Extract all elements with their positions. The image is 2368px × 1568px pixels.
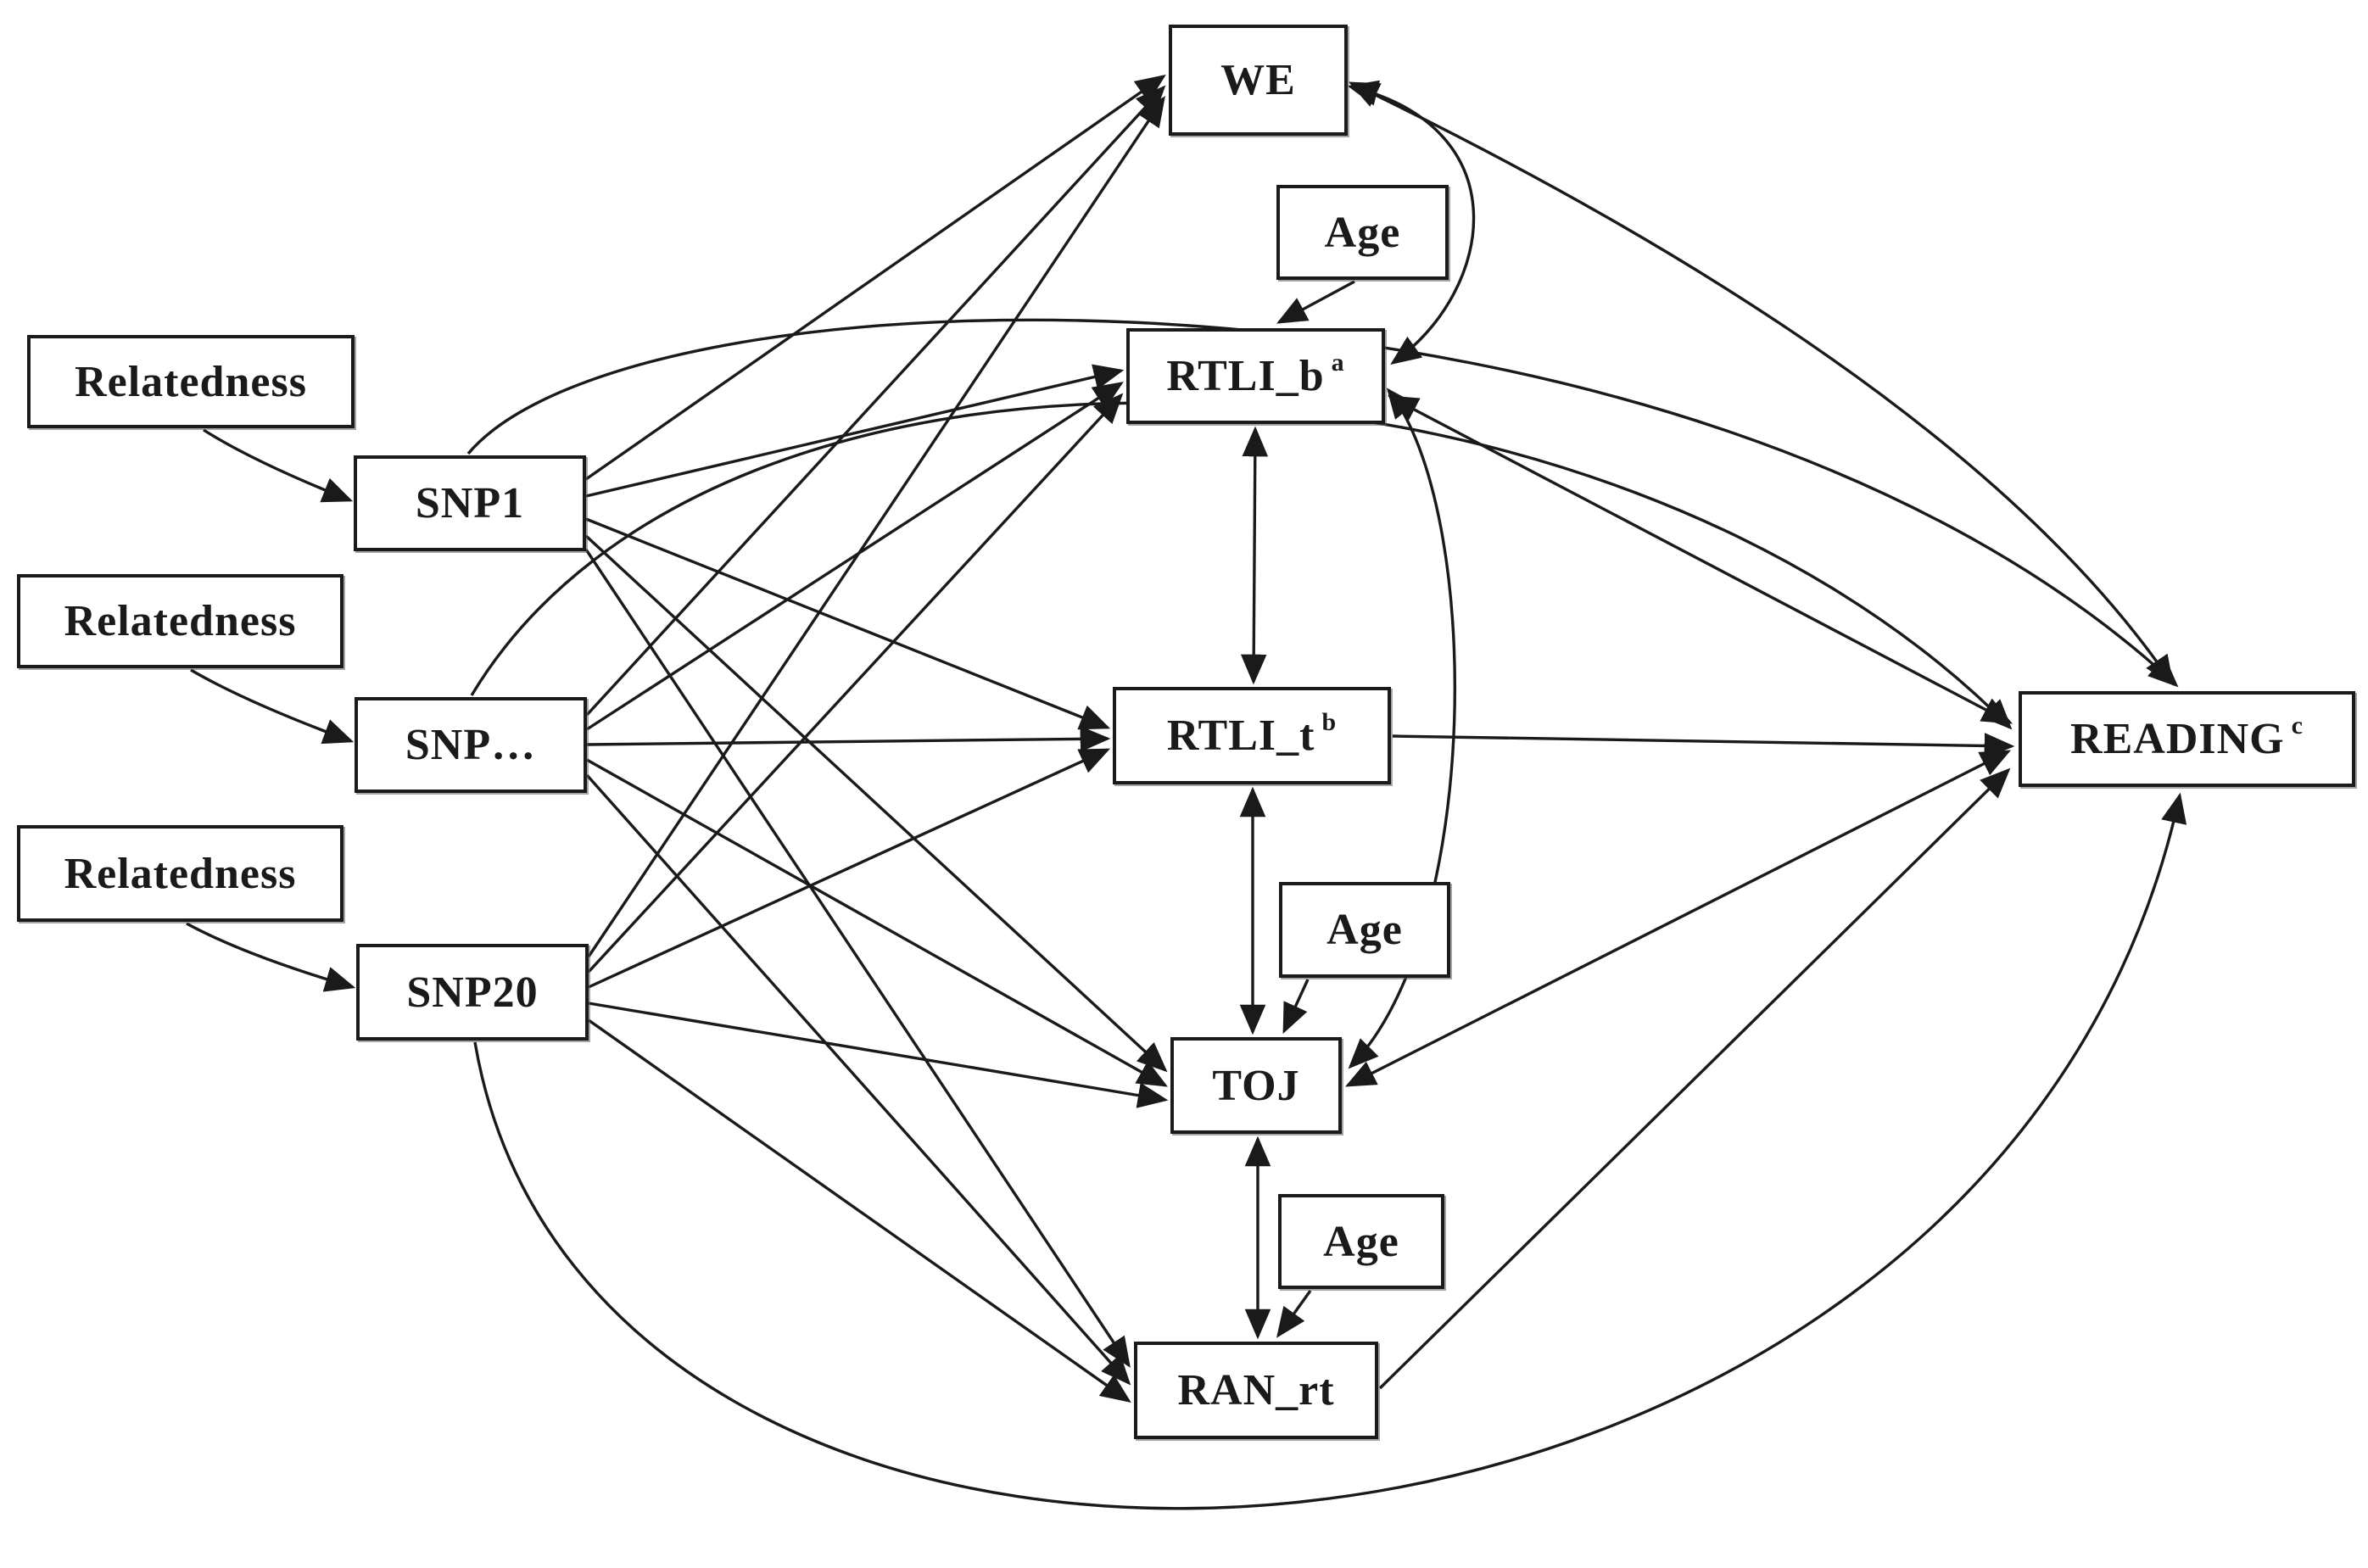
edge-relatedness1-to-snp1 [203,428,354,503]
node-label: Age [1324,208,1401,257]
edge-ranrt-to-reading [1378,767,2011,1390]
node-superscript: b [1321,707,1338,736]
node-label: WE [1220,56,1296,104]
edge-we-reading-cov [1348,81,2174,686]
edge-snp1-to-toj [584,534,1168,1073]
node-age-mid: Age [1279,882,1450,978]
node-snp1: SNP1 [354,455,586,551]
node-label: Age [1323,1217,1399,1266]
node-superscript: a [1331,348,1345,377]
edge-rtlit-to-reading [1392,733,2015,759]
edge-rtlib-reading-cov [1387,395,2013,724]
node-relatedness-2: Relatedness [17,574,343,668]
edge-snp1-to-rtlit [585,517,1111,730]
node-toj: TOJ [1170,1037,1342,1134]
edge-snp1-to-we [585,75,1166,481]
edge-snp20-to-rtlit [588,748,1111,989]
edge-snp20-to-ranrt [588,1018,1131,1403]
node-relatedness-1: Relatedness [27,335,355,428]
edge-snpdots-to-we [585,85,1166,717]
node-label: Relatedness [64,597,297,645]
edge-snp20-to-rtlib [587,393,1124,974]
node-we: WE [1169,25,1348,136]
node-label: RTLI_b [1166,352,1325,400]
node-label: RAN_rt [1177,1366,1335,1415]
edge-snp20-to-toj [588,1002,1169,1108]
edge-relatedness3-to-snp20 [186,922,356,992]
node-label: SNP1 [415,479,525,527]
edge-snp20-to-we [587,96,1165,957]
node-age-top: Age [1276,185,1449,280]
node-label: Relatedness [75,357,307,406]
edge-snpdots-to-rtlib [586,382,1124,731]
edge-agetop-to-rtlib [1276,280,1355,324]
edge-snpdots-to-rtlit [586,726,1111,752]
node-relatedness-3: Relatedness [17,825,343,922]
edge-agemid-to-toj [1282,979,1310,1035]
node-reading: READING c [2019,691,2355,787]
node-label: RTLI_t [1166,711,1315,760]
edge-relatedness2-to-snpdots [190,668,355,745]
node-label: READING [2070,715,2285,763]
node-snp20: SNP20 [356,944,589,1041]
node-label: TOJ [1212,1061,1300,1110]
node-label: Relatedness [64,849,297,898]
node-label: SNP… [405,721,537,769]
edge-snpdots-to-toj [586,758,1168,1087]
edge-agebot-to-ranrt [1276,1290,1312,1338]
node-age-bottom: Age [1278,1194,1444,1289]
node-label: SNP20 [406,968,539,1017]
edge-toj-reading-cov [1344,750,2012,1087]
edge-rtlib-rtlit-cov [1240,426,1269,685]
edge-snp1-to-ranrt [584,549,1131,1368]
edge-snp1-to-rtlib [585,364,1125,498]
node-snp-dots: SNP… [355,697,587,793]
node-rtli-b: RTLI_b a [1126,328,1385,424]
edge-snp20-to-reading-arc [473,792,2187,1510]
node-superscript: c [2291,711,2304,739]
node-ran-rt: RAN_rt [1134,1342,1378,1439]
node-rtli-t: RTLI_t b [1113,687,1391,784]
node-label: Age [1326,906,1403,954]
